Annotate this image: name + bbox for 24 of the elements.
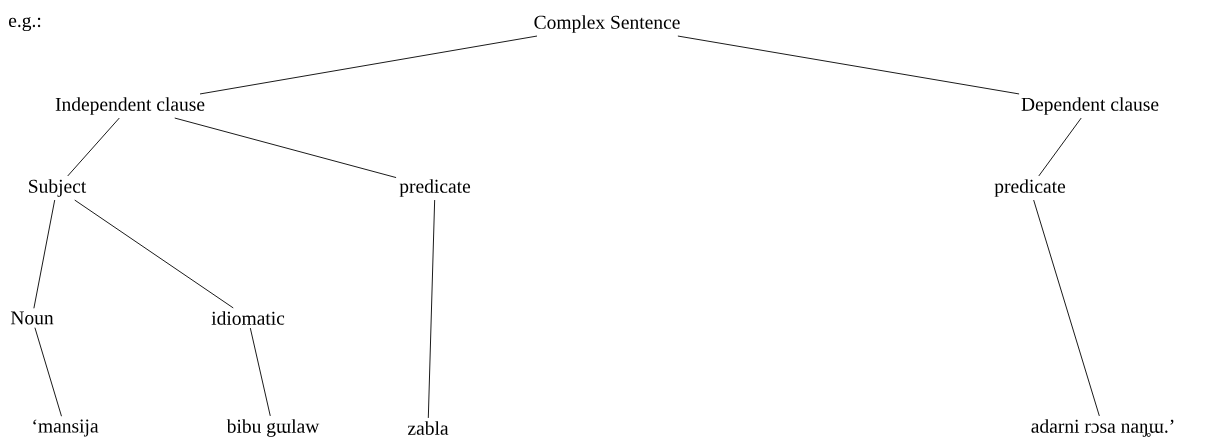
- tree-branch: [427, 199, 436, 419]
- tree-label: Dependent clause: [1021, 97, 1159, 115]
- tree-branch: [1038, 117, 1082, 177]
- tree-label: Noun: [10, 311, 54, 325]
- tree-branch: [1033, 199, 1100, 417]
- tree-label: adarni rɔsa naŋ̥ɯ.’: [1031, 419, 1174, 437]
- tree-branch: [67, 117, 120, 177]
- tree-label: Independent clause: [55, 97, 205, 115]
- tree-branch: [33, 199, 56, 309]
- tree-label: bibu gɯlaw: [226, 419, 320, 437]
- tree-label: predicate: [399, 179, 471, 197]
- tree-branch: [199, 35, 538, 95]
- tree-label: ‘mansija: [33, 419, 99, 437]
- tree-label: idiomatic: [211, 311, 285, 325]
- tree-label: zabla: [407, 421, 449, 435]
- tree-branch: [74, 199, 234, 309]
- tree-label: predicate: [994, 179, 1066, 197]
- tree-label: Subject: [29, 179, 87, 197]
- tree-branch: [249, 327, 271, 417]
- note: e.g.:: [9, 16, 41, 32]
- tree-branch: [677, 35, 1020, 95]
- tree-label: Complex Sentence: [534, 15, 680, 33]
- tree-branch: [174, 117, 397, 178]
- tree-branch: [34, 327, 62, 417]
